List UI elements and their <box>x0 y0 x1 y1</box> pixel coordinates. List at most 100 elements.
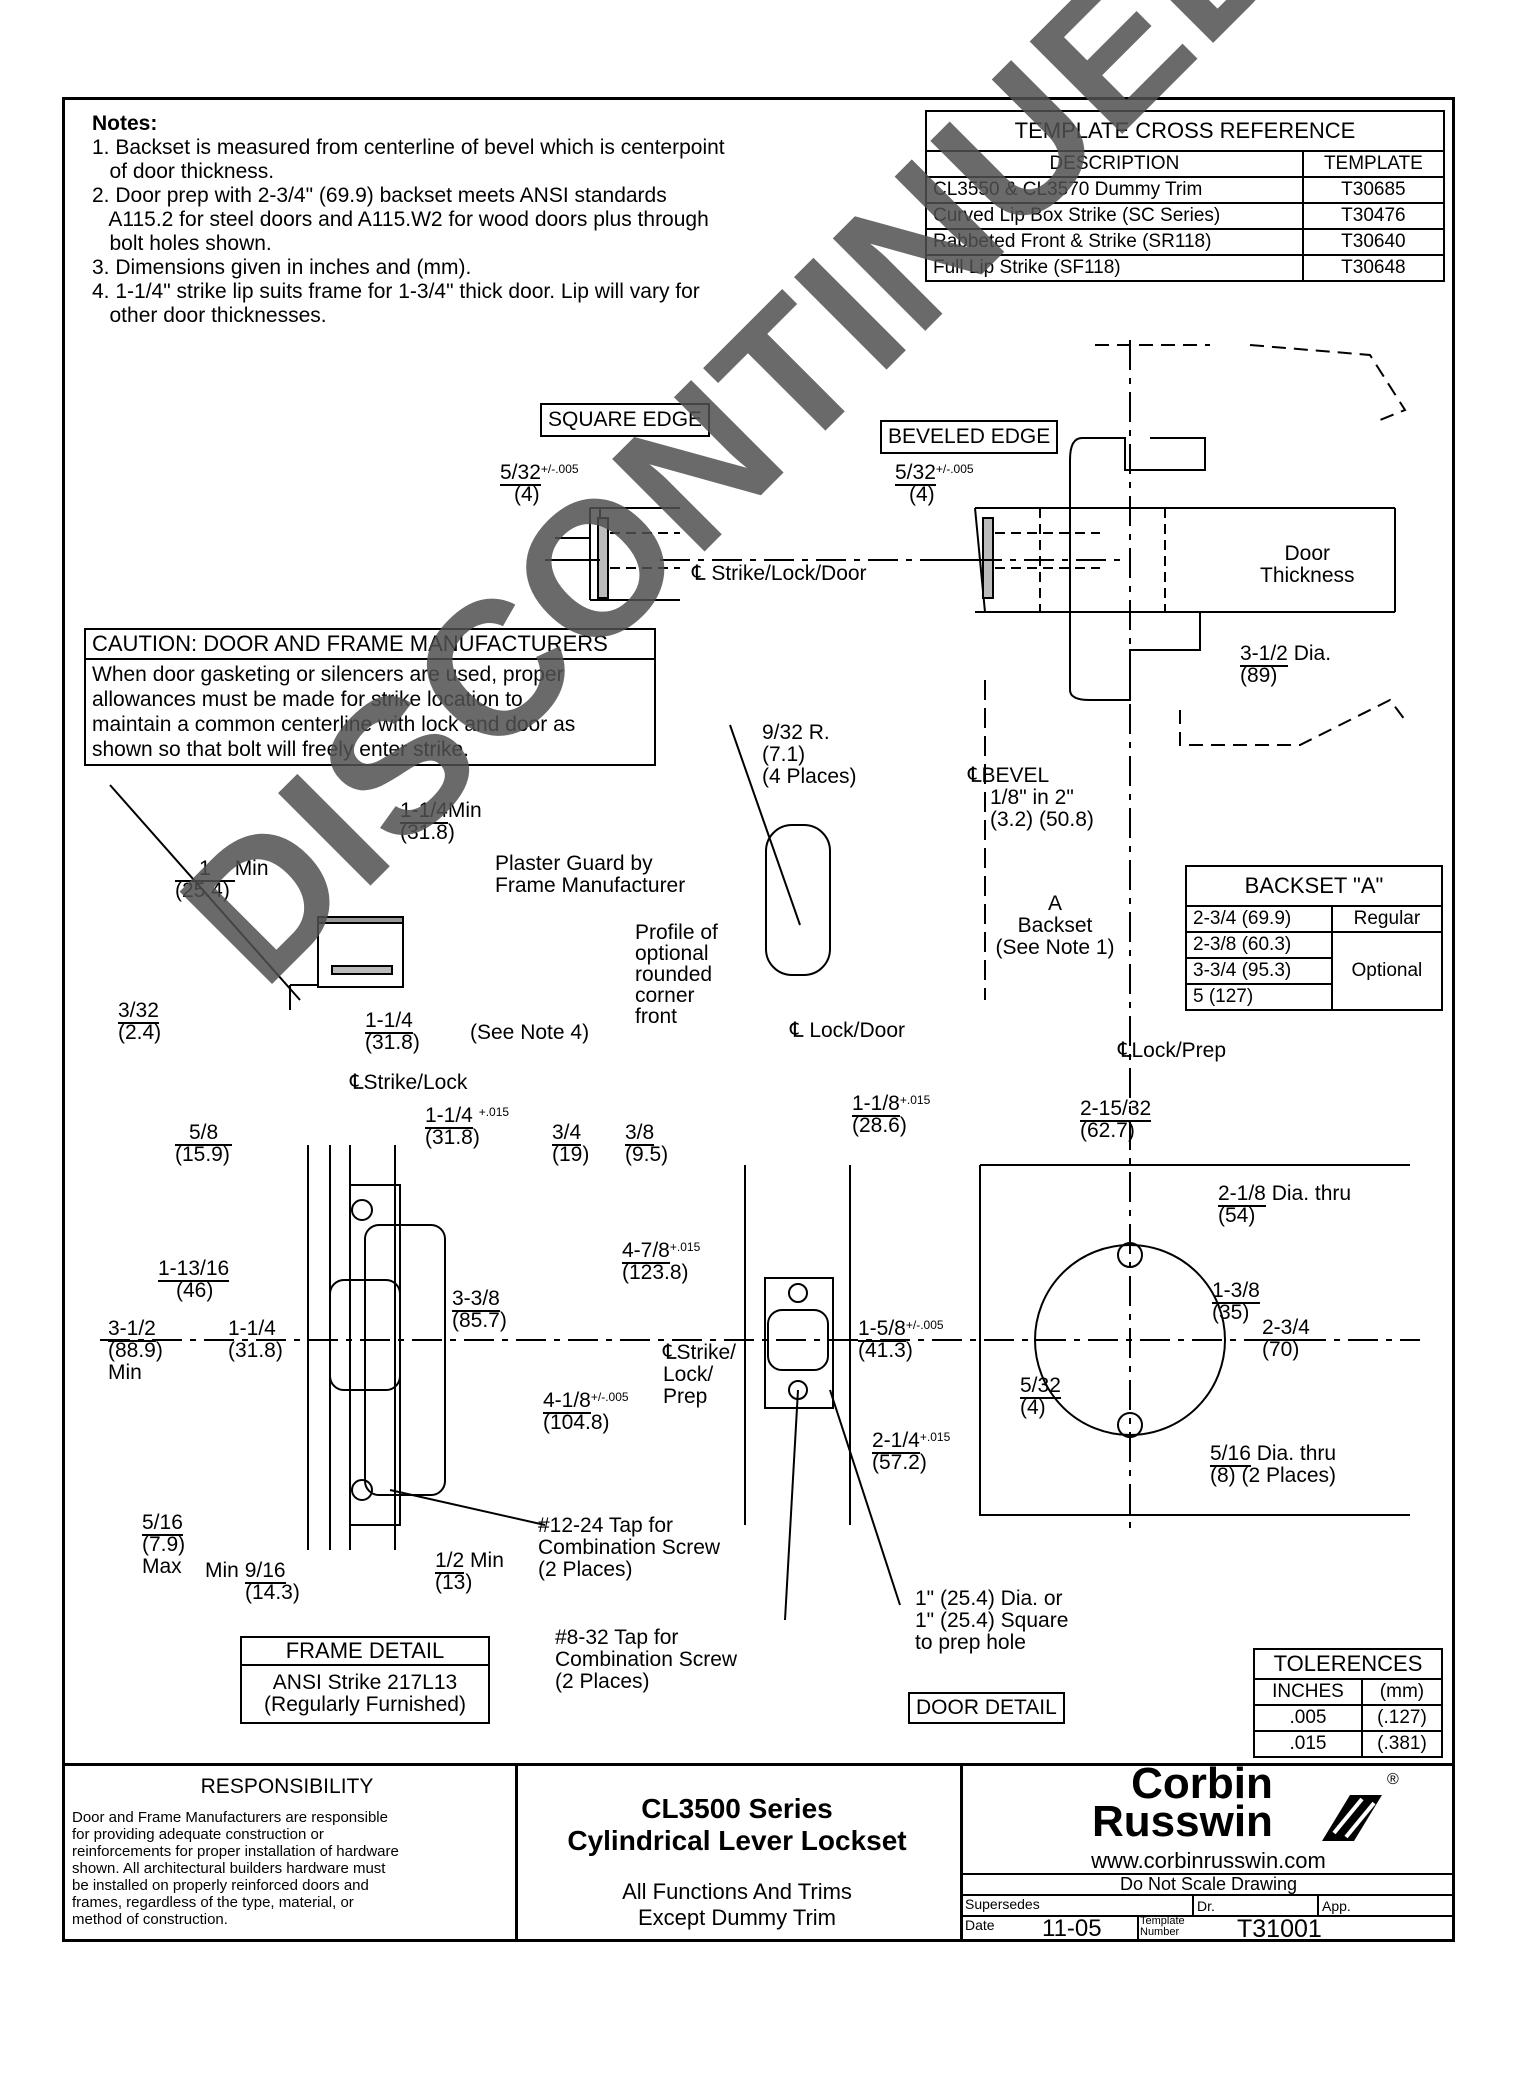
radius-callout: 9/32 R. (7.1) (4 Places) <box>762 721 857 788</box>
table-cell: 2-3/4 (69.9) <box>1185 905 1333 933</box>
profile-callout: Profile of optional rounded corner front <box>635 921 718 1028</box>
dim-3-4: 3/4 (19) <box>552 1121 590 1166</box>
beveled-edge-label: BEVELED EDGE <box>880 420 1059 454</box>
hole-diameter-dim: 3-1/2 Dia. (89) <box>1240 642 1332 687</box>
cross-reference-title: TEMPLATE CROSS REFERENCE <box>925 110 1445 152</box>
note-line: 2. Door prep with 2-3/4" (69.9) backset … <box>92 184 667 207</box>
table-row: Full Lip Strike (SF118) T30648 <box>925 254 1446 282</box>
dim-2-1-4: 2-1/4+.015 (57.2) <box>872 1429 951 1474</box>
frame-detail-lines <box>289 916 446 1550</box>
door-detail-label: DOOR DETAIL <box>908 1692 1065 1724</box>
dim-5-32: 5/32 (4) <box>1020 1374 1061 1419</box>
template-number-label: Template Number <box>1140 1915 1185 1938</box>
note-line: A115.2 for steel doors and A115.W2 for w… <box>92 208 709 231</box>
registered-mark: ® <box>1387 1771 1399 1788</box>
dim-1-13-16: 1-13/16 (46) <box>158 1257 230 1302</box>
table-row: 3-3/4 (95.3) <box>1185 957 1442 985</box>
dim-9-16: Min 9/16 (14.3) <box>205 1559 300 1604</box>
dim-1-1-4-tol: 1-1/4 +.015 (31.8) <box>425 1104 510 1149</box>
plaster-guard-callout: Plaster Guard by Frame Manufacturer <box>495 852 686 897</box>
functions-line: All Functions And Trims <box>622 1879 852 1904</box>
note-line: 1. Backset is measured from centerline o… <box>92 136 725 159</box>
caution-title: CAUTION: DOOR AND FRAME MANUFACTURERS <box>86 630 654 660</box>
frame-detail-line: (Regularly Furnished) <box>264 1693 466 1716</box>
frame-detail-box: FRAME DETAIL ANSI Strike 217L13 (Regular… <box>240 1636 490 1724</box>
table-row: Rabbeted Front & Strike (SR118) T30640 <box>925 228 1446 256</box>
caution-line: When door gasketing or silencers are use… <box>92 663 564 686</box>
table-cell: Full Lip Strike (SF118) <box>925 254 1304 282</box>
note-line: other door thicknesses. <box>92 304 327 327</box>
table-cell: CL3550 & CL3570 Dummy Trim <box>925 176 1304 204</box>
responsibility-title: RESPONSIBILITY <box>200 1775 374 1798</box>
table-cell: T30685 <box>1301 176 1446 204</box>
dim-5-16-dia: 5/16 Dia. thru (8) (2 Places) <box>1210 1442 1337 1487</box>
dim-1-1-4-min: 1-1/4Min (31.8) <box>400 799 482 844</box>
centerline-lock-door: ℄ Lock/Door <box>790 1019 906 1042</box>
caution-line: shown so that bolt will freely enter str… <box>92 738 469 761</box>
notes-block: Notes: 1. Backset is measured from cente… <box>92 112 725 328</box>
backset-table-title: BACKSET "A" <box>1185 865 1443 907</box>
table-cell: (.127) <box>1360 1704 1444 1732</box>
dim-1-1-4-b: 1-1/4 (31.8) <box>228 1317 283 1362</box>
caution-box: CAUTION: DOOR AND FRAME MANUFACTURERS Wh… <box>84 628 656 766</box>
table-cell: Optional <box>1330 931 1444 1011</box>
dim-1-1-4-note: 1-1/4 (31.8) <box>365 1009 420 1054</box>
dim-3-1-2: 3-1/2 (88.9) Min <box>108 1317 163 1384</box>
dim-2-15-32: 2-15/32 (62.7) <box>1080 1097 1152 1142</box>
dim-5-16: 5/16 (7.9) Max <box>142 1511 186 1578</box>
table-header: (mm) <box>1360 1678 1444 1706</box>
supersedes-label: Supersedes <box>965 1896 1040 1912</box>
note-line: of door thickness. <box>92 160 275 183</box>
note-line: 4. 1-1/4" strike lip suits frame for 1-3… <box>92 280 700 303</box>
table-cell: 2-3/8 (60.3) <box>1185 931 1333 959</box>
table-header: INCHES <box>1253 1678 1363 1706</box>
table-row: .015 (.381) <box>1253 1730 1444 1758</box>
website-url: www.corbinrusswin.com <box>1091 1848 1326 1873</box>
table-row: 2-3/8 (60.3) Optional <box>1185 931 1444 1011</box>
table-cell: T30640 <box>1301 228 1446 256</box>
dim-3-3-8: 3-3/8 (85.7) <box>452 1287 507 1332</box>
do-not-scale: Do Not Scale Drawing <box>1119 1874 1298 1894</box>
table-cell: 5 (127) <box>1185 983 1333 1011</box>
door-thickness-label: Door Thickness <box>1260 542 1355 587</box>
product-block: CL3500 Series Cylindrical Lever Lockset … <box>522 1793 952 1931</box>
notes-title: Notes: <box>92 112 158 135</box>
dim-4-7-8: 4-7/8+.015 (123.8) <box>622 1239 701 1284</box>
title-block: RESPONSIBILITY Door and Frame Manufactur… <box>62 1759 1455 1943</box>
table-header: DESCRIPTION <box>925 150 1304 178</box>
tolerances-title: TOLERENCES <box>1253 1648 1443 1680</box>
backset-a-callout: A Backset (See Note 1) <box>995 892 1115 959</box>
tap-12-24-callout: #12-24 Tap for Combination Screw (2 Plac… <box>538 1514 721 1581</box>
table-row: Curved Lip Box Strike (SC Series) T30476 <box>925 202 1446 230</box>
table-cell: T30476 <box>1301 202 1446 230</box>
app-label: App. <box>1322 1898 1351 1914</box>
centerline-strike-lock: ℄Strike/Lock <box>350 1071 468 1094</box>
date-value: 11-05 <box>1042 1915 1102 1942</box>
door-detail-lines <box>744 824 851 1525</box>
dim-5-8: 5/8 (15.9) <box>175 1121 233 1166</box>
tolerances-table: TOLERENCES INCHES (mm) .005 (.127) .015 … <box>1253 1648 1444 1758</box>
table-row: .005 (.127) <box>1253 1704 1444 1732</box>
prep-hole-callout: 1" (25.4) Dia. or 1" (25.4) Square to pr… <box>915 1587 1069 1654</box>
cross-reference-table: TEMPLATE CROSS REFERENCE DESCRIPTION TEM… <box>925 110 1446 282</box>
table-cell: (.381) <box>1360 1730 1444 1758</box>
square-edge-tolerance: 5/32+/-.005 (4) <box>500 461 579 506</box>
product-name: Cylindrical Lever Lockset <box>567 1825 907 1856</box>
dim-3-8: 3/8 (9.5) <box>625 1121 669 1166</box>
table-row: 5 (127) <box>1185 983 1442 1011</box>
brand-logo: Corbin Russwin <box>1092 1759 1273 1846</box>
tap-8-32-callout: #8-32 Tap for Combination Screw (2 Place… <box>555 1626 738 1693</box>
table-header: TEMPLATE <box>1301 150 1446 178</box>
dim-1-3-8: 1-3/8 (35) <box>1212 1279 1260 1324</box>
table-cell: 3-3/4 (95.3) <box>1185 957 1333 985</box>
table-cell: .015 <box>1253 1730 1363 1758</box>
beveled-edge-section <box>935 344 1407 746</box>
product-series: CL3500 Series <box>641 1793 833 1824</box>
functions-line: Except Dummy Trim <box>637 1905 837 1930</box>
table-cell: T30648 <box>1301 254 1446 282</box>
frame-detail-line: ANSI Strike 217L13 <box>272 1671 458 1694</box>
drawing-sheet <box>62 97 1455 1942</box>
table-cell: Rabbeted Front & Strike (SR118) <box>925 228 1304 256</box>
